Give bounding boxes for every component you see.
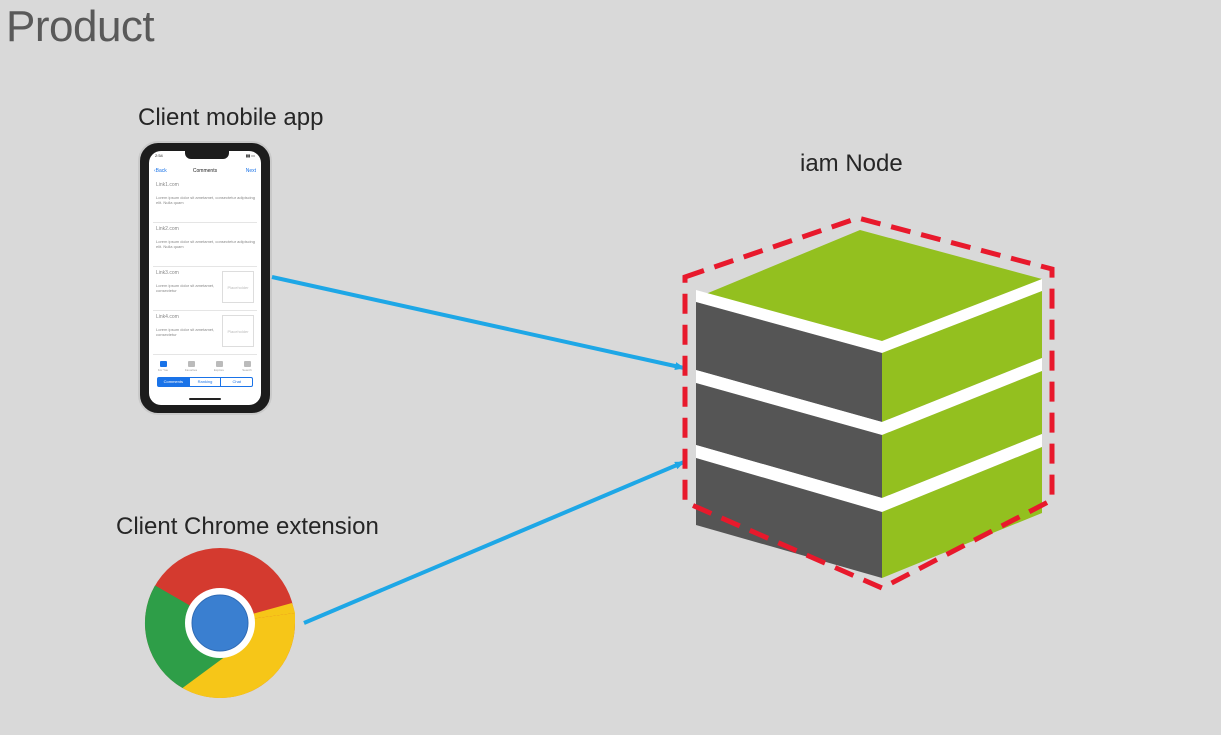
phone-nav-title: Comments bbox=[192, 168, 218, 174]
phone-status-time: 2:54 bbox=[155, 153, 163, 158]
item-link: Link3.com bbox=[156, 270, 179, 276]
phone-tab: For You bbox=[156, 361, 170, 375]
page-title: Product bbox=[6, 2, 155, 51]
phone-signal-icon: ▮▮ ▭ bbox=[245, 153, 255, 158]
phone-tab: Search bbox=[240, 361, 254, 375]
phone-nav-bar: ‹Back Comments Next bbox=[149, 166, 261, 176]
list-item: Link3.com Lorem ipsum dolor sit ametamet… bbox=[153, 267, 257, 311]
item-text: Lorem ipsum dolor sit ametamet, consecte… bbox=[156, 195, 255, 205]
item-text: Lorem ipsum dolor sit ametamet, consecte… bbox=[156, 327, 215, 337]
item-thumbnail: Placeholder bbox=[222, 271, 254, 303]
phone-feed: Link1.com Lorem ipsum dolor sit ametamet… bbox=[153, 179, 257, 355]
phone-screen: 2:54 ▮▮ ▭ ‹Back Comments Next Link1.com … bbox=[149, 151, 261, 405]
phone-notch bbox=[185, 151, 229, 159]
item-thumbnail: Placeholder bbox=[222, 315, 254, 347]
phone-segmented-control: Comments Ranking Chat bbox=[157, 377, 253, 387]
phone-tab: Explore bbox=[212, 361, 226, 375]
phone-next-button: Next bbox=[245, 168, 256, 174]
list-item: Link1.com Lorem ipsum dolor sit ametamet… bbox=[153, 179, 257, 223]
phone-tab: Favorites bbox=[184, 361, 198, 375]
iam-node-label: iam Node bbox=[800, 150, 903, 177]
mobile-to-node-arrow bbox=[271, 275, 685, 370]
list-item: Link4.com Lorem ipsum dolor sit ametamet… bbox=[153, 311, 257, 355]
phone-segment: Ranking bbox=[190, 378, 222, 386]
item-link: Link4.com bbox=[156, 314, 179, 320]
mobile-app-phone-image: 2:54 ▮▮ ▭ ‹Back Comments Next Link1.com … bbox=[138, 141, 272, 415]
phone-segment: Comments bbox=[158, 378, 190, 386]
item-text: Lorem ipsum dolor sit ametamet, consecte… bbox=[156, 239, 255, 249]
chrome-to-node-arrow bbox=[303, 460, 685, 625]
phone-segment: Chat bbox=[232, 379, 241, 384]
item-link: Link2.com bbox=[156, 226, 179, 232]
phone-tab-bar: For You Favorites Explore Search bbox=[149, 361, 261, 375]
item-text: Lorem ipsum dolor sit ametamet, consecte… bbox=[156, 283, 215, 293]
chrome-logo-icon bbox=[144, 548, 296, 699]
chrome-extension-label: Client Chrome extension bbox=[116, 513, 379, 540]
list-item: Link2.com Lorem ipsum dolor sit ametamet… bbox=[153, 223, 257, 267]
mobile-app-label: Client mobile app bbox=[138, 104, 324, 131]
phone-back-button: ‹Back bbox=[154, 168, 167, 174]
phone-home-indicator bbox=[189, 398, 221, 400]
item-link: Link1.com bbox=[156, 182, 179, 188]
server-stack-icon bbox=[696, 230, 1042, 578]
